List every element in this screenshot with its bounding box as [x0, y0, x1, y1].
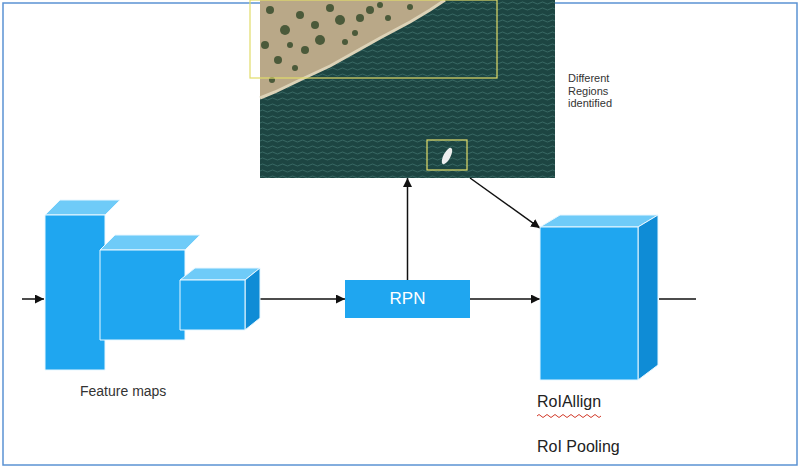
satellite-image [248, 0, 555, 180]
block-face [100, 235, 200, 250]
flow-arrow [407, 178, 409, 280]
shore [260, 0, 445, 98]
ship [440, 146, 455, 165]
block-shape [45, 200, 260, 370]
region-box [427, 140, 467, 170]
feature-map-stack: Feature maps [45, 200, 260, 370]
block-face [245, 268, 260, 330]
block-face [100, 250, 185, 340]
box-label: RPN [390, 289, 426, 309]
stage-label: Feature maps [80, 383, 166, 399]
stage-label: RoIAllign [537, 393, 601, 411]
land [260, 0, 445, 98]
image-note: Different Regions identified [568, 72, 640, 110]
block-shape [540, 215, 658, 380]
sea [260, 0, 555, 178]
roi-block: RoIAllignRoI Pooling [540, 215, 658, 380]
spellcheck-underline [537, 415, 601, 418]
process-box: RPN [345, 280, 470, 318]
image-region: Different Regions identified [260, 0, 555, 178]
block-face [45, 215, 105, 370]
region-box [250, 0, 497, 78]
flow-arrow [470, 298, 540, 300]
sea-texture [260, 0, 555, 178]
input-arrow [22, 298, 44, 300]
block-face [638, 215, 658, 380]
flow-arrow [260, 298, 345, 300]
flow-arrow [470, 178, 540, 228]
output-line [659, 298, 696, 300]
block-face [180, 280, 245, 330]
block-face [45, 200, 120, 215]
block-face [540, 227, 638, 380]
stage-label: RoI Pooling [537, 438, 620, 456]
trees [261, 2, 413, 83]
